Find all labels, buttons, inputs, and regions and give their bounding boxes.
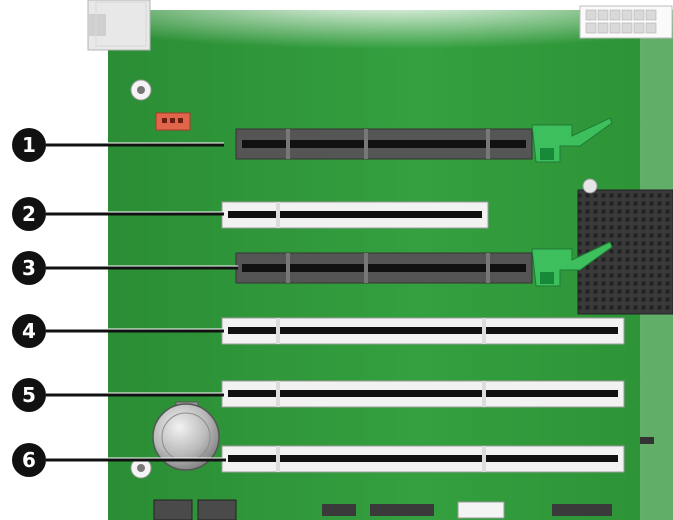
heatsink-icon: [577, 178, 673, 315]
callout-5: 5: [12, 378, 46, 412]
callout-2: 2: [12, 197, 46, 231]
callout-number-6: 6: [22, 448, 36, 472]
callout-leaders: [46, 143, 238, 462]
retention-clip-1: [531, 117, 613, 163]
slot-6-pci-long: [221, 445, 625, 473]
callout-number-3: 3: [22, 256, 36, 280]
callout-3: 3: [12, 251, 46, 285]
slot-5-pci-long: [221, 380, 625, 408]
callout-1: 1: [12, 128, 46, 162]
callout-number-5: 5: [22, 383, 36, 407]
jumper: [640, 437, 654, 444]
callout-6: 6: [12, 443, 46, 477]
retention-clip-3: [531, 241, 613, 287]
io-port-icon: [87, 0, 151, 51]
fan-header-icon: [155, 112, 191, 131]
slot-4-pci-long: [221, 317, 625, 345]
slot-2-pci-short: [221, 201, 489, 229]
slot-1-pcie-x16: [235, 117, 613, 163]
callout-number-1: 1: [22, 133, 36, 157]
screw-hole-icon: [130, 79, 152, 101]
callout-leader-highlights: [46, 142, 238, 459]
board-top-fade: [108, 0, 673, 70]
bottom-headers: [153, 499, 612, 520]
callout-number-2: 2: [22, 202, 36, 226]
power-connector-icon: [579, 5, 673, 39]
callout-4: 4: [12, 314, 46, 348]
slot-3-pcie-x16: [235, 241, 613, 287]
callout-number-4: 4: [22, 319, 36, 343]
